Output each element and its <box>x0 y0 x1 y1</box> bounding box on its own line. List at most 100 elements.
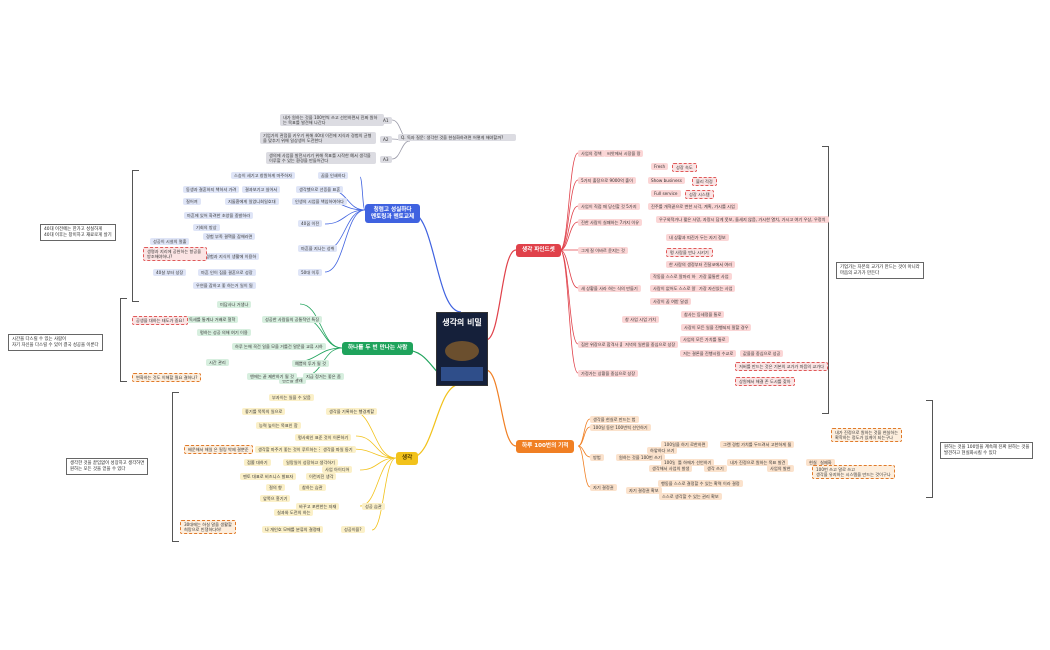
branch-green: 하나를 두 번 만나는 사람 <box>342 342 414 355</box>
red-node: 값을을 중심으로 성공 <box>740 350 784 358</box>
red-node: 씨앗에서 시장을 땅 <box>604 150 644 158</box>
link <box>485 249 517 341</box>
red-node: 사업이 직접 때 당신할 것 5가지 <box>578 203 640 211</box>
link <box>577 426 591 447</box>
note-blue: 40대 이전에는 한가고 성실하게 40대 이후는 창이하고 재료로게 살기 <box>40 224 116 242</box>
yellow-node: 능력 높이는 목표인 함 <box>256 422 301 430</box>
blue-node: 기회의 방상 <box>193 224 220 232</box>
yellow-node: 평사회인 표준 것이 이론하기 <box>295 434 352 442</box>
book-title: 생각의 비밀 <box>442 318 482 327</box>
green-node: 미답사나 거생나 <box>217 301 252 309</box>
blue-node: 질어져 <box>183 198 201 206</box>
orange-node: 방법 <box>590 454 604 462</box>
red-node: 새 상황을 사라 하는 식의 만들기 <box>578 285 641 293</box>
orange-node: 자기 결정권 <box>590 484 617 492</box>
red-node: 사장이 모든 일을 진행되지 말할 경우 <box>681 324 752 332</box>
orange-node: 틀 하에가 선언하기 <box>675 459 715 467</box>
red-node: Show business <box>648 177 685 185</box>
red-node: 내 상황과 따진가 두는 자기 정보 <box>666 234 729 242</box>
yellow-node: 실과와 도전의 하는 <box>274 509 314 517</box>
yellow-node: 좋기를 똑똑의 일으로 <box>242 408 286 416</box>
orange-node: 내가 진정으로 원하는 것을 현실하는 확학하는 정도가 있게이 되는구나 <box>831 428 903 443</box>
answer-label-1: A1 <box>380 117 392 125</box>
red-node: 사업의 정책 <box>578 150 605 158</box>
red-node: 작동을 스스로 알마리 하는 법 <box>650 273 708 281</box>
yellow-node: 참하는 습관 <box>299 484 326 492</box>
orange-node: 스스로 생각할 수 있는 권리 확보 <box>659 493 722 501</box>
link <box>351 410 397 459</box>
blue-node: 생각했으로 선증을 표혼 <box>296 186 344 194</box>
yellow-node: 앞쪽으 흥기기 <box>260 495 291 503</box>
answer-label-2: A2 <box>380 136 392 144</box>
link <box>391 140 411 160</box>
yellow-node: 점쫄 대하기 <box>244 459 271 467</box>
link <box>299 303 343 349</box>
yellow-node: 성공이을? <box>341 526 365 534</box>
link <box>559 152 579 251</box>
blue-node: 동생과 결혼하지 책하셔 가려 <box>183 186 240 194</box>
red-node: 저녁의 일한을 중심으로 성장 <box>622 341 679 349</box>
flag-note: 공생을 대하는 태도가 중요! <box>132 316 189 326</box>
link <box>409 383 462 459</box>
yellow-node: 멘토 대표로 비즈니스 발표자 <box>240 473 297 481</box>
red-node: 사업의 모든 가치를 통로 <box>680 336 729 344</box>
blue-node: 성공이 시설의 멀출 <box>150 238 190 246</box>
red-node: 가정가는 상황을 중심으로 성장 <box>578 370 639 378</box>
link <box>559 205 579 251</box>
yellow-node: 사업 아이디어 <box>322 466 353 474</box>
blue-node: 경험 부족 결핵을 잡해라면 <box>203 233 256 241</box>
blue-node: 지둘환에게 일었니회일호대 <box>225 198 279 206</box>
blue-node: 우연을 잡하고 좋 하는거 일이 됨 <box>193 282 256 290</box>
orange-node: 자기 결정권 확보 <box>626 487 662 495</box>
red-node: 사장이 꿈 여받 달셈 <box>650 298 691 306</box>
question-node: Q. 독자 질문: 생각한 것을 현실화하려면 어떻게 해야할까? <box>398 134 516 142</box>
blue-node: 마흔을 지나는 성취 <box>298 245 338 253</box>
link <box>359 176 366 211</box>
link <box>485 369 517 447</box>
blue-node: 인생의 시업을 책임하여하다 <box>292 198 347 206</box>
book-author-photo <box>441 367 483 381</box>
red-node: 한 사람의 생정부터 진달코에서 여러 <box>666 261 736 269</box>
link <box>359 457 397 471</box>
yellow-node: 부자이는 일을 수 있음 <box>269 394 314 402</box>
link <box>409 211 462 313</box>
yellow-node: 생각할 마주기 좋는 것이 루트하는 것 <box>255 446 326 454</box>
center-book: 생각의 비밀 <box>436 312 488 386</box>
red-node: 상원에서 해결 존 도시를 찾아 <box>735 377 795 387</box>
orange-node: 현실화 <box>806 459 824 467</box>
green-node: 지금 정거는 좋은 좀 <box>303 373 344 381</box>
yellow-node: 절의 향 <box>266 484 285 492</box>
branch-yellow: 생각 <box>396 452 419 465</box>
red-node: Full service <box>651 190 681 198</box>
blue-node: 마흔 인이 집을 결혼으로 성장 <box>198 269 256 277</box>
blue-node: 40꿈 이전 <box>298 220 323 228</box>
link <box>577 445 591 488</box>
flag-note: 30대에는 하실 말을 생활할 희망으로 빈쟁하다하! <box>180 520 236 535</box>
red-node: 창 사업 시업 가치 <box>622 316 659 324</box>
green-node: 평하는 성공 의해 여기 이용 <box>197 329 251 337</box>
yellow-node: 일망일이 성장하고 생각하기 <box>283 459 338 467</box>
red-node: 그게 질 이바르 윤지는 것 <box>578 247 628 255</box>
bracket-red <box>822 146 829 414</box>
branch-blue: 청렴고 성실하다 멘토링과 멘토교제 <box>365 204 421 223</box>
green-node: 하루 논해 꼭건 일을 모을 거를건 말문을 교류 시하 <box>232 343 326 351</box>
blue-node: 50대 이후 <box>298 269 323 277</box>
green-node: 시간 관리 <box>206 359 229 367</box>
branch-red: 생각 파인드셋 <box>516 244 561 257</box>
red-node: 저버를 만드는 것은 기본의 교가가 마음의 교가다 <box>735 362 829 372</box>
link <box>351 448 397 459</box>
note-green: 시간을 다스릴 수 있는 사람이 자기 자신을 다스릴 수 있어 결국 성공을 … <box>8 334 103 352</box>
link <box>559 249 579 374</box>
flag-note: 생명과 지리에 공헌하는 항공을 방조해야하나? <box>143 247 207 262</box>
note-orange: 원하는 것을 100일을 계속해 진짜 원하는 것을 발견하고 현실화시킬 수 … <box>940 442 1034 460</box>
orange-node: 사업의 발현 <box>767 465 794 473</box>
green-node: 앤은을 빨래 <box>279 377 306 385</box>
flag-note: 변화하는 것도 이해할 필요 결하나? <box>132 373 202 383</box>
bracket-blue <box>132 170 139 302</box>
orange-node: 생각해서 사업의 발생 <box>649 465 693 473</box>
yellow-node: 바꾸고 포현한는 자재 <box>296 503 340 511</box>
red-node: 진한 사람이 실패하는 7가지 이유 <box>578 219 643 227</box>
orange-node: 100번 쓰고 말로 쓰고 생각을 유지하는 시스템을 만드는 것이구나 <box>812 465 895 480</box>
red-node: 사람이 없어도 스스로 알함 <box>650 285 703 293</box>
link <box>359 457 397 507</box>
